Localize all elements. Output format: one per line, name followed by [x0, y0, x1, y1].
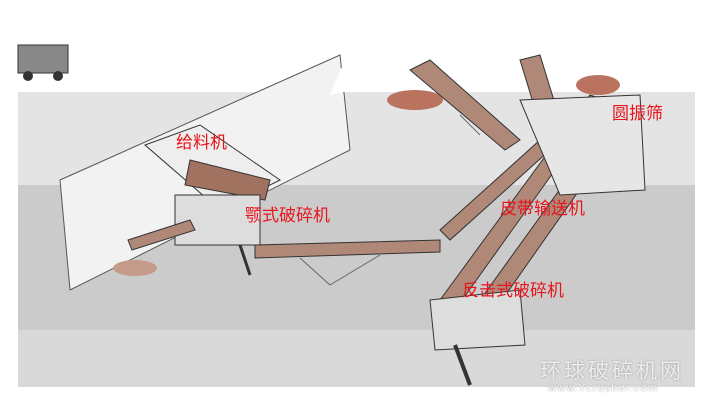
truck-icon [17, 44, 69, 81]
ground-lower [18, 330, 695, 387]
watermark-url: www.Ycrusher.com [548, 383, 659, 394]
watermark-name: 环球破碎机网 [540, 359, 684, 383]
stockpile [576, 75, 620, 95]
label-jaw-crusher: 颚式破碎机 [245, 206, 330, 226]
label-feeder: 给料机 [176, 133, 227, 153]
stockpile [387, 90, 443, 110]
stockpile [113, 260, 157, 276]
vibrating-screen [519, 94, 646, 196]
label-impact-crusher: 反击式破碎机 [462, 281, 564, 301]
impact-crusher [429, 289, 526, 386]
feeder [144, 124, 281, 211]
mountain [330, 50, 375, 95]
label-vibrating-screen: 圆振筛 [612, 104, 663, 124]
label-belt-conveyor: 皮带输送机 [500, 199, 585, 219]
support-frames [299, 114, 481, 286]
